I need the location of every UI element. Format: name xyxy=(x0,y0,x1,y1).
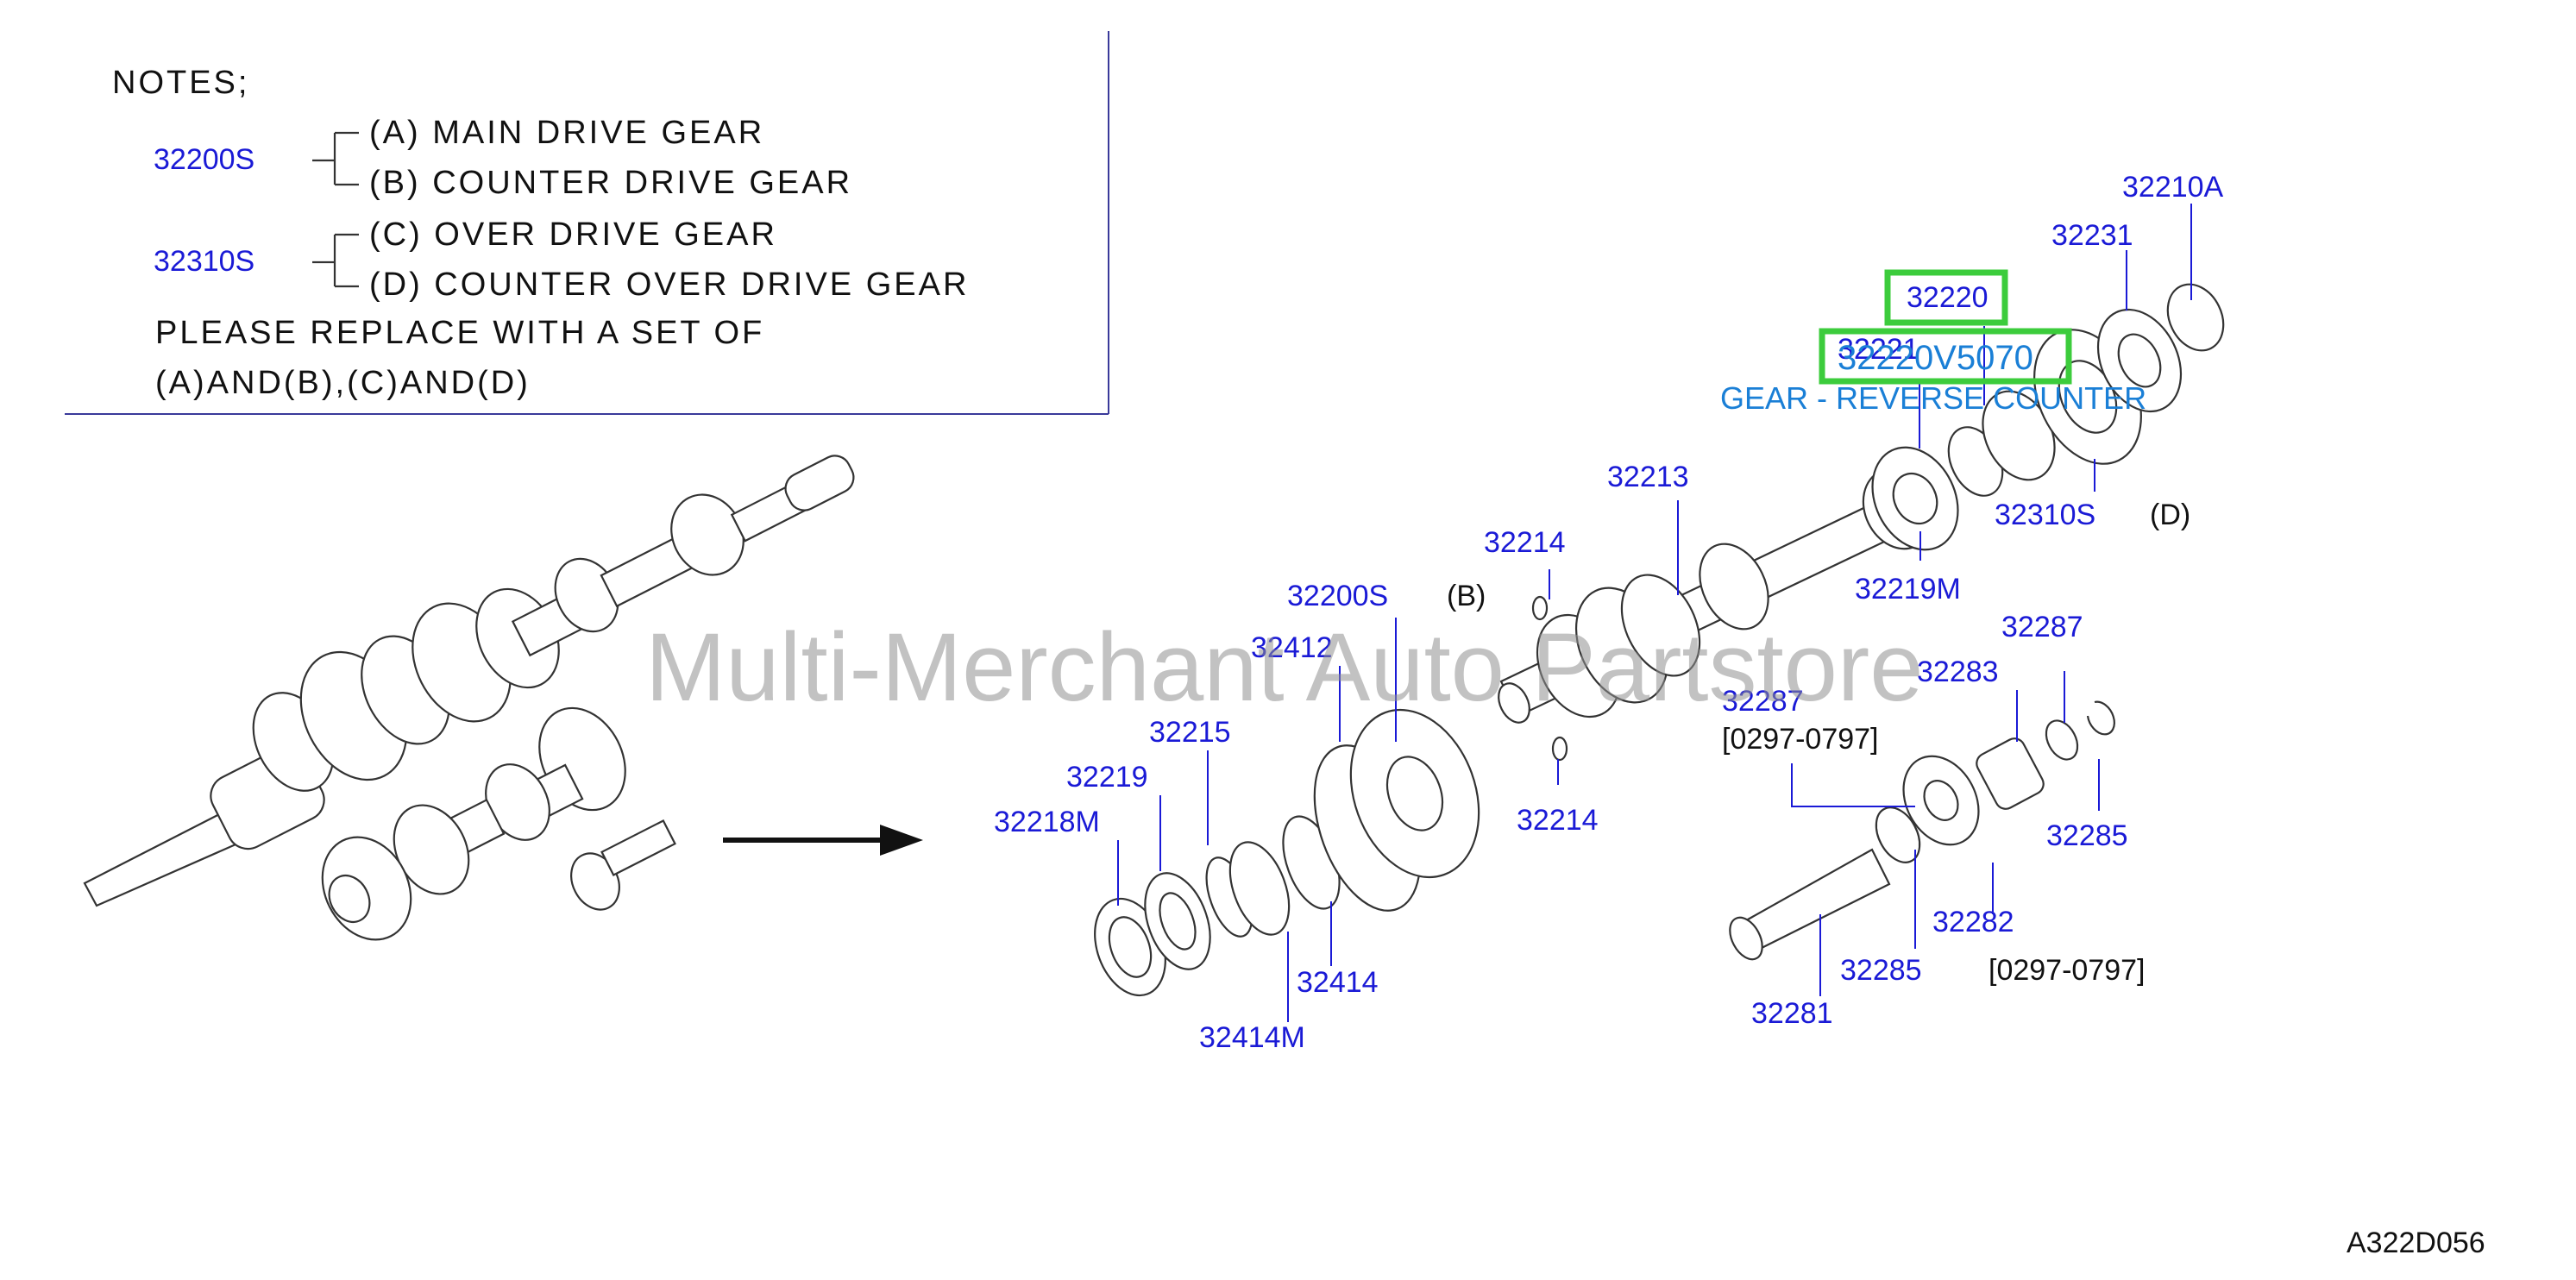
part-label-32283[interactable]: 32283 xyxy=(1917,656,1999,688)
diagram-code: A322D056 xyxy=(2347,1227,2485,1259)
notes-group2-c: (C) OVER DRIVE GEAR xyxy=(369,216,777,253)
part-label-32215[interactable]: 32215 xyxy=(1149,716,1231,749)
overview-assembly-illustration xyxy=(83,455,855,941)
counter-gear-stack xyxy=(1094,708,1480,997)
notes-group2-d: (D) COUNTER OVER DRIVE GEAR xyxy=(369,267,969,303)
notes-replace-line2: (A)AND(B),(C)AND(D) xyxy=(155,365,531,401)
part-label-32285-lower[interactable]: 32285 xyxy=(1840,954,1922,987)
part-label-32213[interactable]: 32213 xyxy=(1607,461,1689,493)
highlight-part-number[interactable]: 32220V5070 xyxy=(1838,339,2033,377)
notes-group1-a: (A) MAIN DRIVE GEAR xyxy=(369,115,764,151)
part-label-32231[interactable]: 32231 xyxy=(2051,219,2133,252)
part-label-32218m[interactable]: 32218M xyxy=(994,806,1100,838)
mark-b: (B) xyxy=(1447,580,1486,612)
part-label-32220[interactable]: 32220 xyxy=(1907,281,1989,314)
part-label-32412[interactable]: 32412 xyxy=(1251,631,1333,664)
part-label-32282[interactable]: 32282 xyxy=(1932,906,2014,938)
notes-box: NOTES; 32200S (A) MAIN DRIVE GEAR (B) CO… xyxy=(112,65,969,401)
notes-group2-code[interactable]: 32310S xyxy=(154,245,254,278)
leader-lines xyxy=(1117,204,2192,1022)
main-shaft-assembly xyxy=(1498,283,2225,762)
highlight-part-description: GEAR - REVERSE COUNTER xyxy=(1720,380,2146,416)
date-range-2: [0297-0797] xyxy=(1989,954,2146,987)
part-label-32219[interactable]: 32219 xyxy=(1066,761,1148,794)
part-label-32200s[interactable]: 32200S xyxy=(1287,580,1388,612)
part-label-32214-upper[interactable]: 32214 xyxy=(1484,526,1566,559)
notes-replace-line1: PLEASE REPLACE WITH A SET OF xyxy=(155,315,764,351)
part-label-32221[interactable]: 32221 xyxy=(1838,333,1919,366)
highlight-box-part-number[interactable] xyxy=(1819,328,2072,385)
notes-frame xyxy=(65,31,1109,415)
part-label-32281[interactable]: 32281 xyxy=(1751,997,1833,1030)
part-label-32210a[interactable]: 32210A xyxy=(2122,171,2224,204)
part-labels: 32210A 32231 32220 32221 32213 32310S (D… xyxy=(994,171,2224,1054)
notes-group1-code[interactable]: 32200S xyxy=(154,143,254,176)
highlight-box-32220[interactable] xyxy=(1884,269,2008,326)
part-label-32285-right[interactable]: 32285 xyxy=(2046,819,2128,852)
watermark: Multi-Merchant Auto Partstore xyxy=(645,613,1923,721)
notes-bracket-2 xyxy=(312,233,359,288)
date-range-1: [0297-0797] xyxy=(1722,723,1879,756)
part-label-32414m[interactable]: 32414M xyxy=(1199,1021,1305,1054)
mark-d: (D) xyxy=(2150,499,2190,531)
part-label-32414[interactable]: 32414 xyxy=(1297,966,1379,999)
reverse-idler-assembly xyxy=(1729,700,2115,961)
part-label-32287-right[interactable]: 32287 xyxy=(2001,611,2083,643)
part-label-32214-lower[interactable]: 32214 xyxy=(1517,804,1599,837)
notes-bracket-1 xyxy=(312,131,359,186)
notes-group1-b: (B) COUNTER DRIVE GEAR xyxy=(369,165,852,201)
selected-part-highlight[interactable]: 32220V5070 GEAR - REVERSE COUNTER xyxy=(1720,269,2146,416)
part-label-32287-left[interactable]: 32287 xyxy=(1722,685,1804,718)
direction-arrow xyxy=(723,825,923,856)
part-label-32310s[interactable]: 32310S xyxy=(1995,499,2095,531)
part-label-32219m[interactable]: 32219M xyxy=(1855,573,1961,605)
notes-heading: NOTES; xyxy=(112,65,249,101)
